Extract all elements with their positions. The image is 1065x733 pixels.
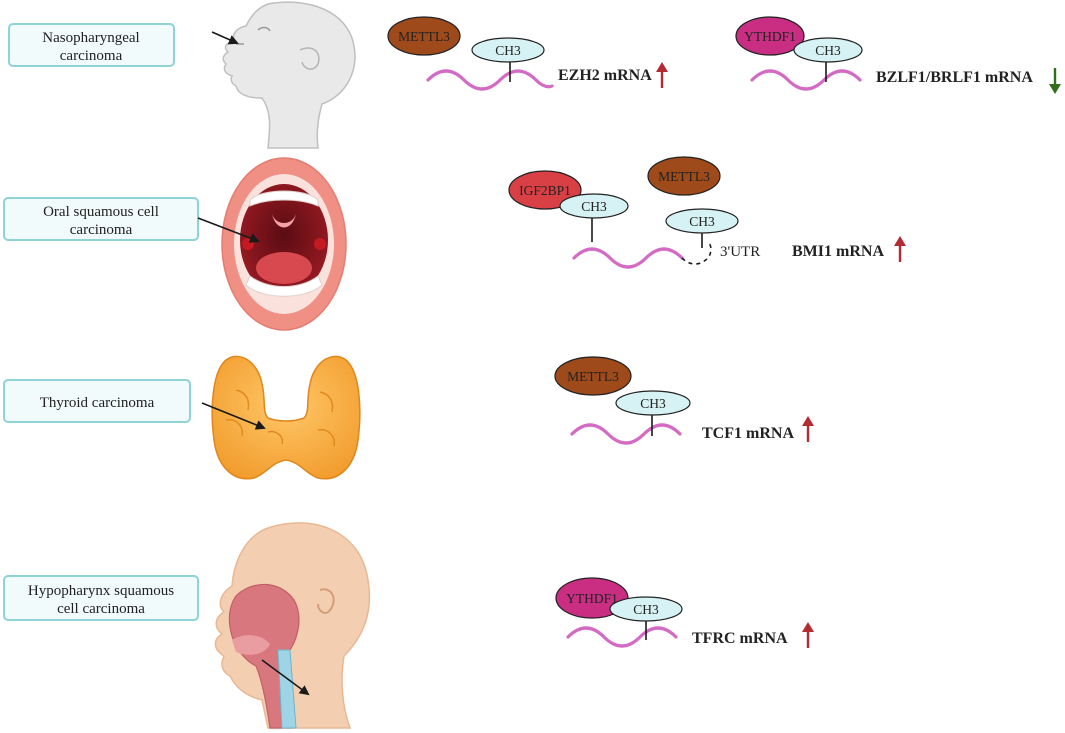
down-arrow-icon [1049, 68, 1061, 94]
up-arrow-icon [802, 622, 814, 648]
pointer-arrow [261, 659, 310, 696]
open-mouth-icon [221, 157, 347, 331]
head-sagittal-section-icon [214, 522, 371, 729]
row-oral-squamous: Oral squamous cell carcinoma IGF2BP1 CH3 [3, 156, 906, 331]
mechanism-ezh2: METTL3 CH3 EZH2 mRNA [387, 16, 668, 91]
mrna-label: TCF1 mRNA [702, 425, 794, 442]
ch3-methyl-group [615, 390, 691, 416]
thyroid-gland-icon [211, 355, 361, 480]
cancer-label-box: Thyroid carcinoma [3, 379, 191, 423]
pointer-arrow [211, 31, 239, 45]
ch3-methyl-group [609, 596, 683, 622]
cancer-label-line2: carcinoma [60, 48, 123, 64]
igf2bp1-enzyme [508, 170, 582, 210]
mrna-label: TFRC mRNA [692, 630, 788, 647]
row-thyroid: Thyroid carcinoma METTL3 CH3 TCF1 mRNA [3, 355, 814, 480]
ch3-methyl-group [793, 37, 863, 63]
utr-label: 3'UTR [720, 244, 760, 260]
ch3-methyl-group [471, 37, 545, 63]
enzyme-label: YTHDF1 [744, 29, 796, 44]
head-profile-icon [222, 1, 356, 149]
ch3-label: CH3 [633, 602, 659, 617]
ch3-methyl-group [559, 193, 629, 219]
mettl3-enzyme [387, 16, 461, 56]
mechanism-tcf1: METTL3 CH3 TCF1 mRNA [554, 356, 814, 445]
ythdf1-enzyme [735, 16, 805, 56]
ch3-methyl-group [665, 208, 739, 234]
mrna-label: EZH2 mRNA [558, 67, 652, 84]
enzyme-label: YTHDF1 [566, 591, 618, 606]
cancer-label-line1: Hypopharynx squamous [28, 583, 174, 599]
ch3-label: CH3 [815, 43, 841, 58]
cancer-label-box: Hypopharynx squamous cell carcinoma [3, 575, 199, 621]
row-nasopharyngeal: Nasopharyngeal carcinoma METTL3 CH3 EZH2… [8, 1, 1061, 149]
up-arrow-icon [656, 62, 668, 88]
mechanism-bzlf1: YTHDF1 CH3 BZLF1/BRLF1 mRNA [735, 16, 1061, 94]
pointer-arrow [201, 402, 266, 430]
mettl3-enzyme [554, 356, 632, 396]
ch3-label: CH3 [640, 396, 666, 411]
row-hypopharynx: Hypopharynx squamous cell carcinoma YTHD… [3, 522, 814, 729]
mechanism-bmi1: IGF2BP1 CH3 METTL3 CH3 3'UTR BMI1 mRNA [508, 156, 906, 269]
enzyme-label: METTL3 [398, 29, 450, 44]
mrna-label: BZLF1/BRLF1 mRNA [876, 69, 1033, 86]
up-arrow-icon [802, 416, 814, 442]
cancer-label-box: Nasopharyngeal carcinoma [8, 23, 175, 67]
cancer-label-box: Oral squamous cell carcinoma [3, 197, 199, 241]
ch3-label: CH3 [689, 214, 715, 229]
cancer-label-line1: Oral squamous cell [43, 204, 159, 220]
mechanism-tfrc: YTHDF1 CH3 TFRC mRNA [555, 577, 814, 648]
cancer-label-line2: carcinoma [70, 222, 133, 238]
enzyme-label: METTL3 [658, 169, 710, 184]
up-arrow-icon [894, 236, 906, 262]
pointer-arrow [197, 217, 260, 243]
ch3-label: CH3 [581, 199, 607, 214]
cancer-label-line2: cell carcinoma [57, 601, 145, 617]
enzyme-label: METTL3 [567, 369, 619, 384]
ch3-label: CH3 [495, 43, 521, 58]
mrna-label: BMI1 mRNA [792, 243, 884, 260]
cancer-label-line1: Nasopharyngeal [42, 30, 139, 46]
mettl3-enzyme [647, 156, 721, 196]
cancer-label-line1: Thyroid carcinoma [40, 395, 155, 411]
enzyme-label: IGF2BP1 [519, 183, 571, 198]
